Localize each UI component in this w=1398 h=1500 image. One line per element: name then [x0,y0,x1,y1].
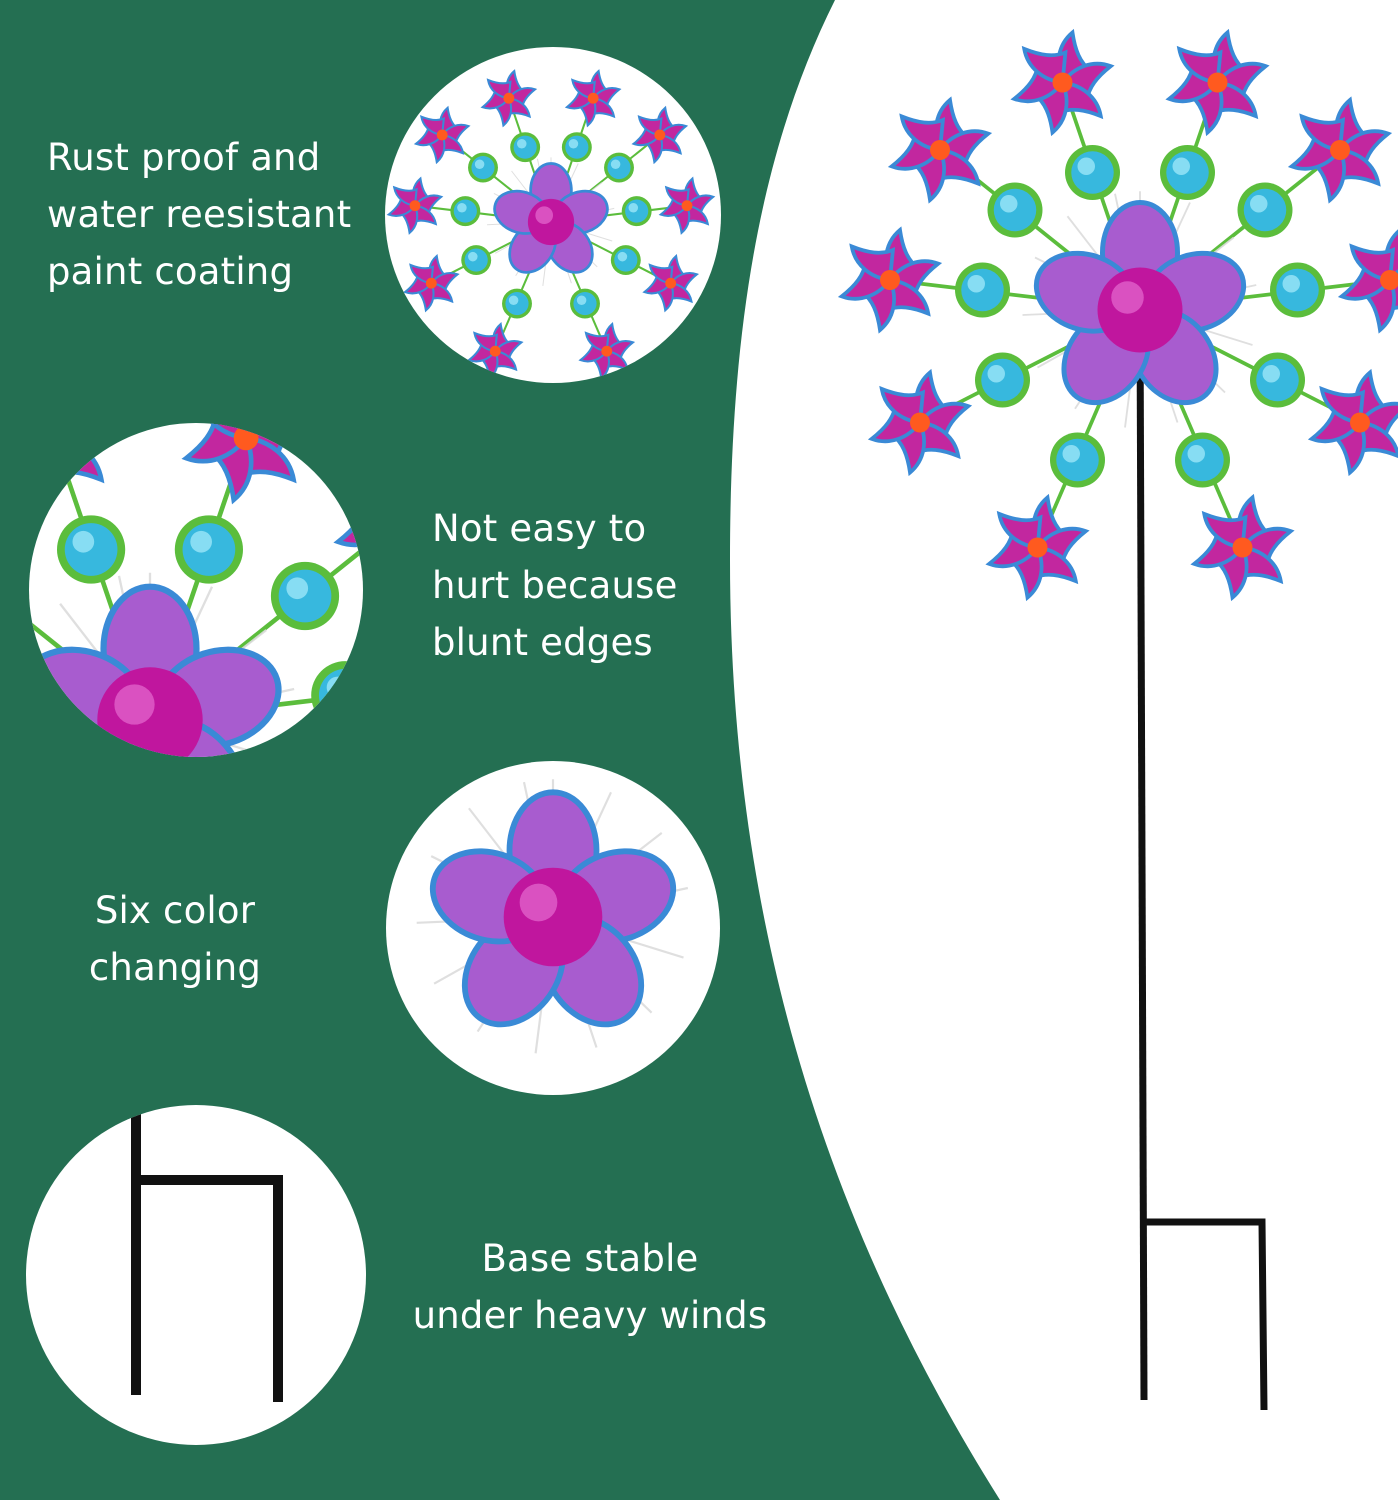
caption-line: blunt edges [432,621,653,664]
feature-caption-coating: Rust proof and water reesistant paint co… [47,129,351,300]
feature-caption-color: Six color changing [60,882,290,996]
caption-line: paint coating [47,250,294,293]
caption-line: Six color [94,889,256,932]
caption-line: Base stable [481,1237,699,1280]
center-flower-icon [386,761,720,1095]
caption-line: hurt because [432,564,678,607]
full-spinner-icon [385,47,721,383]
feature-caption-edges: Not easy to hurt because blunt edges [432,500,678,671]
caption-line: Not easy to [432,507,647,550]
feature-caption-base: Base stable under heavy winds [390,1230,790,1344]
caption-line: under heavy winds [412,1294,768,1337]
caption-line: changing [88,946,262,989]
stake-base-icon [26,1105,366,1445]
garden-wind-spinner-icon [833,33,1398,1411]
caption-line: water reesistant [47,193,352,236]
spinner-closeup-icon [29,423,363,757]
caption-line: Rust proof and [47,136,321,179]
